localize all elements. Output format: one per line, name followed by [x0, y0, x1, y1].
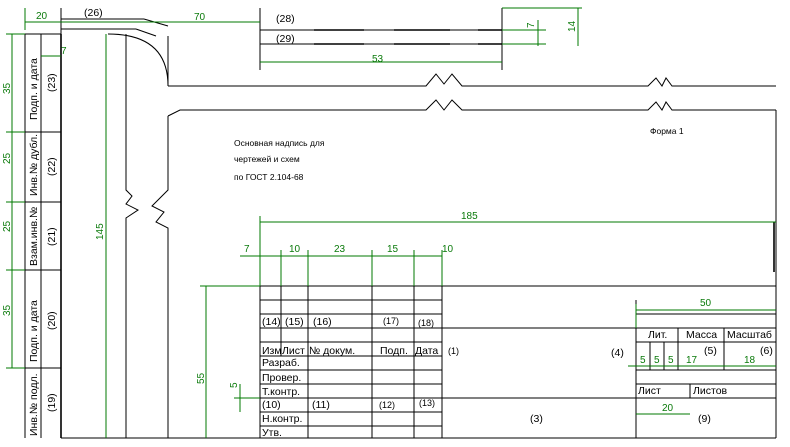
- dim-25-b: 25: [2, 220, 13, 232]
- right-block-labels: (1) (3) (4) Лит. Масса Масштаб (5) (6) Л…: [448, 329, 773, 425]
- header-podp: Подп.: [380, 345, 408, 357]
- header-lit: Лит.: [648, 329, 667, 341]
- side-number-21: (21): [46, 227, 58, 246]
- frame-lines: [24, 8, 777, 439]
- dim-185: 185: [461, 211, 478, 222]
- grid-labels: (14) (15) (16) (17) (18) Изм Лист № доку…: [262, 316, 438, 439]
- dim-17: 17: [686, 355, 698, 366]
- note-line-1: Основная надпись для: [234, 138, 325, 148]
- dim-5-a: 5: [640, 355, 646, 366]
- dim-20-b: 20: [662, 403, 674, 414]
- header-list-right: Лист: [638, 385, 661, 397]
- header-listov: Листов: [693, 385, 728, 397]
- dim-7-side: 7: [61, 46, 67, 57]
- dim-23: 23: [334, 244, 346, 255]
- side-labels: Подп. и дата (23) Инв.№ дубл. (22) Взам.…: [28, 58, 58, 436]
- dim-7-grid: 7: [244, 244, 250, 255]
- title-grid: [259, 285, 776, 438]
- dim-18: 18: [744, 355, 756, 366]
- field-12: (12): [379, 400, 395, 410]
- side-label-20: Подп. и дата: [28, 300, 40, 362]
- dim-20: 20: [36, 11, 48, 22]
- dim-25-a: 25: [2, 152, 13, 164]
- note-line-3: по ГОСТ 2.104-68: [234, 172, 304, 182]
- field-10: (10): [262, 399, 281, 411]
- side-number-22: (22): [46, 157, 58, 176]
- note-line-2: чертежей и схем: [234, 154, 300, 164]
- top-fields: [259, 8, 503, 70]
- side-label-19: Инв.№ подл.: [28, 374, 40, 437]
- field-6: (6): [760, 345, 773, 357]
- field-18: (18): [418, 318, 434, 328]
- form-label: Форма 1: [650, 126, 684, 136]
- field-15: (15): [285, 316, 304, 328]
- dim-7-top: 7: [526, 22, 537, 28]
- field-11: (11): [312, 399, 330, 411]
- side-number-19: (19): [46, 393, 58, 412]
- dimension-lines: [6, 7, 776, 438]
- dim-5-c: 5: [668, 355, 674, 366]
- dim-10-b: 10: [442, 244, 454, 255]
- field-9: (9): [698, 413, 711, 425]
- header-massa: Масса: [686, 329, 717, 341]
- header-ndokum: № докум.: [309, 345, 355, 357]
- dim-5-b: 5: [654, 355, 660, 366]
- field-28: (28): [276, 13, 295, 25]
- field-5: (5): [704, 345, 717, 357]
- dim-35-a: 35: [2, 82, 13, 94]
- row-prover: Провер.: [262, 372, 301, 384]
- side-number-20: (20): [46, 311, 58, 330]
- header-masshtab: Масштаб: [727, 329, 772, 341]
- dimension-values: 20 70 53 7 14 7 35 25 25 35 145 185 7 10…: [2, 11, 756, 414]
- dim-14: 14: [567, 20, 578, 32]
- side-label-23: Подп. и дата: [28, 58, 40, 120]
- row-razrab: Разраб.: [262, 357, 300, 369]
- dim-5: 5: [229, 382, 240, 388]
- field-4: (4): [611, 347, 624, 359]
- dim-10-a: 10: [289, 244, 301, 255]
- dim-15: 15: [387, 244, 399, 255]
- dim-35-b: 35: [2, 304, 13, 316]
- side-number-23: (23): [46, 73, 58, 92]
- field-26: (26): [84, 7, 103, 19]
- dim-53: 53: [372, 54, 384, 65]
- field-16: (16): [313, 316, 332, 328]
- row-nkontr: Н.контр.: [262, 413, 302, 425]
- field-14: (14): [262, 316, 281, 328]
- dim-55: 55: [196, 372, 207, 384]
- header-izm: Изм: [262, 345, 282, 357]
- row-utv: Утв.: [262, 427, 282, 439]
- header-data: Дата: [415, 345, 438, 357]
- header-list: Лист: [282, 345, 305, 357]
- dim-50: 50: [700, 298, 712, 309]
- field-3: (3): [530, 413, 543, 425]
- dim-70: 70: [194, 12, 206, 23]
- field-1: (1): [448, 346, 459, 356]
- side-label-22: Инв.№ дубл.: [28, 134, 40, 196]
- dim-145: 145: [95, 223, 106, 240]
- row-tkontr: Т.контр.: [262, 386, 300, 398]
- side-label-21: Взам.инв.№: [28, 207, 40, 266]
- field-13: (13): [419, 398, 435, 408]
- field-17: (17): [383, 316, 399, 326]
- field-29: (29): [276, 33, 295, 45]
